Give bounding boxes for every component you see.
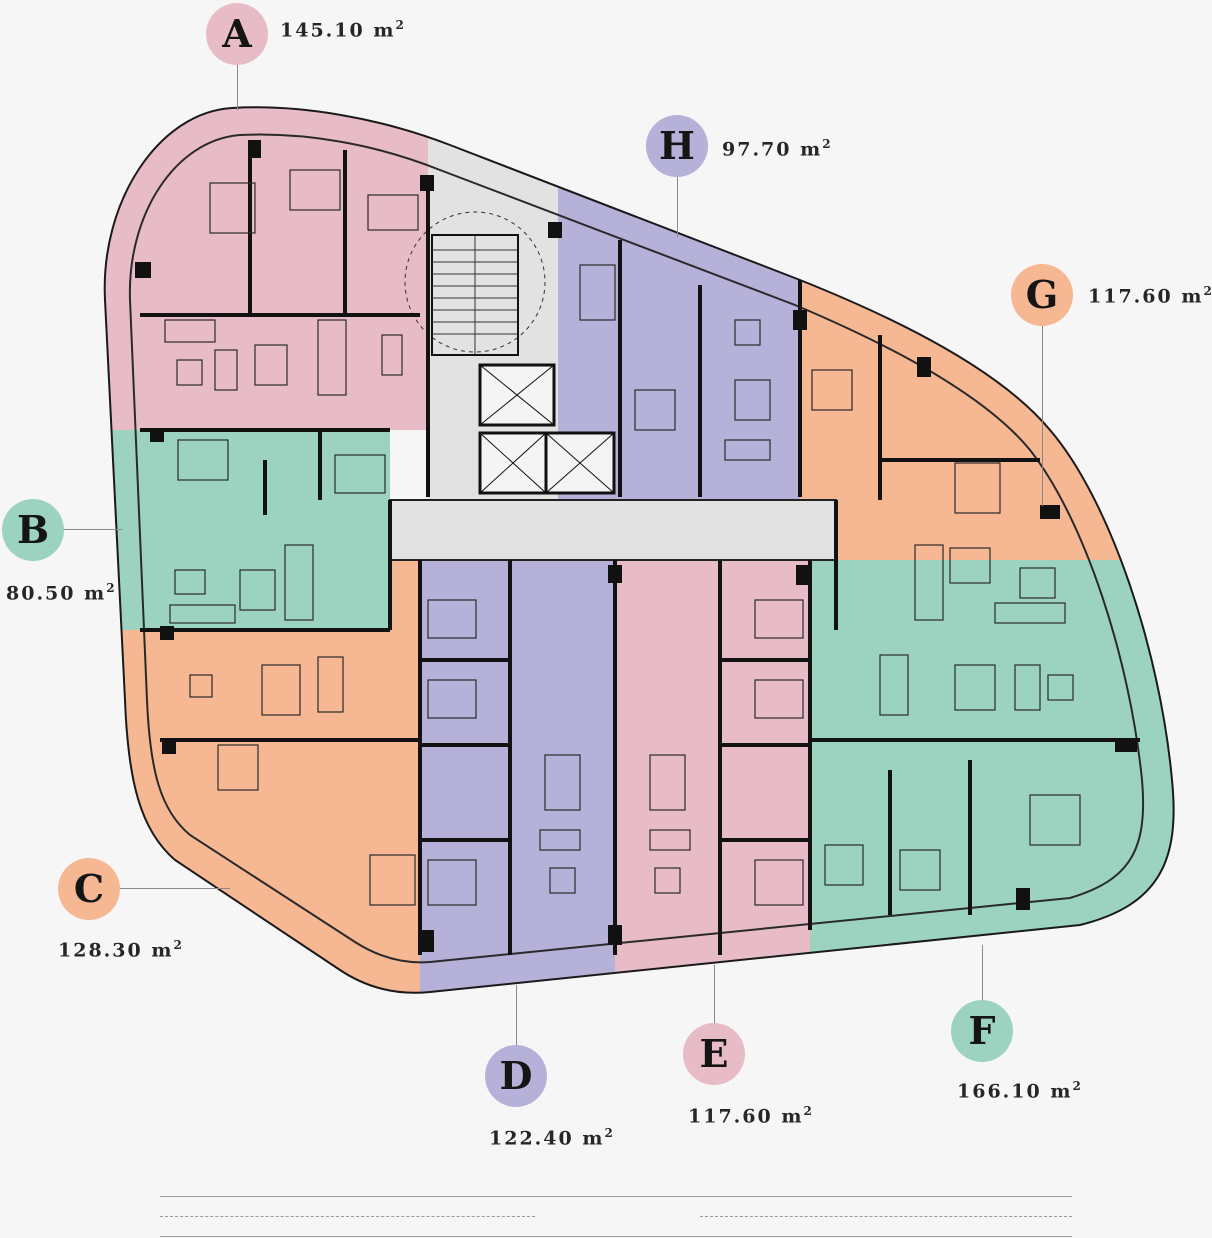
footer-dash-right: [700, 1216, 1072, 1217]
unit-h-letter: H: [659, 123, 695, 168]
footer-rule-bottom: [160, 1236, 1072, 1237]
unit-a-letter: A: [222, 11, 252, 56]
unit-h-area: 97.70 m2: [722, 137, 831, 161]
unit-f-area: 166.10 m2: [957, 1079, 1081, 1103]
unit-e-badge: E: [683, 1023, 745, 1085]
unit-b-leader: [64, 529, 122, 530]
unit-h-leader: [677, 177, 678, 237]
unit-d-area: 122.40 m2: [489, 1126, 613, 1150]
unit-c-area: 128.30 m2: [58, 938, 182, 962]
unit-c-letter: C: [73, 866, 105, 911]
unit-b-letter: B: [16, 507, 50, 552]
unit-d-badge: D: [485, 1045, 547, 1107]
unit-e-leader: [714, 965, 715, 1023]
unit-d-leader: [516, 985, 517, 1045]
unit-a-leader: [237, 65, 238, 110]
zone-f-top: [810, 560, 836, 630]
zone-c-upper: [390, 560, 420, 630]
facade-line: [128, 133, 1144, 964]
unit-a-badge: A: [206, 3, 268, 65]
unit-e-letter: E: [699, 1031, 729, 1076]
footer-dash-left: [160, 1216, 535, 1217]
unit-c-badge: C: [58, 858, 120, 920]
unit-b-badge: B: [2, 499, 64, 561]
unit-a-area: 145.10 m2: [280, 18, 404, 42]
balcony-outline: [103, 106, 1175, 994]
unit-g-letter: G: [1025, 272, 1059, 317]
corridor: [389, 499, 837, 561]
interior-walls: [140, 140, 1140, 955]
unit-e-area: 117.60 m2: [688, 1104, 812, 1128]
unit-f-badge: F: [951, 1000, 1013, 1062]
unit-d-letter: D: [499, 1053, 533, 1098]
columns: [135, 140, 1137, 952]
zone-b: [104, 430, 390, 630]
unit-b-area: 80.50 m2: [6, 581, 115, 605]
unit-g-badge: G: [1011, 264, 1073, 326]
unit-f-letter: F: [968, 1008, 996, 1053]
unit-f-leader: [982, 945, 983, 1000]
unit-g-area: 117.60 m2: [1088, 284, 1212, 308]
zone-e: [615, 560, 810, 993]
stairs: [404, 211, 546, 356]
unit-h-badge: H: [646, 115, 708, 177]
zone-d: [420, 560, 615, 993]
unit-g-leader: [1042, 326, 1043, 506]
core: [389, 211, 837, 561]
furniture: [164, 169, 1081, 906]
unit-c-leader: [120, 888, 230, 889]
zone-a: [104, 107, 428, 430]
footer-rule-top: [160, 1196, 1072, 1197]
